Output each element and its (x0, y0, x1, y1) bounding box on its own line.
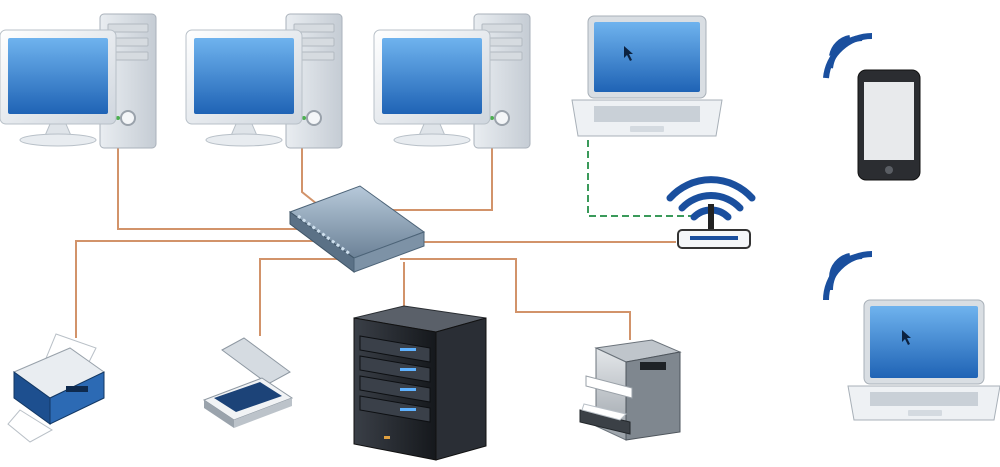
cable-desktop-1 (117, 148, 300, 230)
flatbed-scanner-icon (202, 337, 294, 428)
cable-desktop-2 (301, 148, 323, 209)
multifunction-printer-icon (579, 339, 682, 441)
desktop-computer-2 (185, 13, 343, 149)
network-switch (288, 185, 426, 273)
desktop-computer-icon (0, 13, 157, 149)
network-switch-icon (288, 185, 426, 273)
cable-desktop-3 (384, 148, 493, 211)
desktop-computer-icon (185, 13, 343, 149)
cable-printer (75, 240, 340, 338)
laptop-wired (571, 15, 723, 137)
desktop-computer-3 (373, 13, 531, 149)
wireless-link-laptop-to-router (587, 140, 700, 217)
laptop-icon (571, 15, 723, 137)
desktop-computer-icon (373, 13, 531, 149)
printer (7, 333, 105, 443)
wireless-router (666, 176, 756, 249)
laptop-icon (847, 299, 1000, 421)
smartphone-icon (857, 69, 921, 181)
cable-multifunction-printer (400, 258, 631, 340)
wired-cables (75, 148, 676, 340)
server (353, 305, 487, 461)
wireless-router-icon (666, 176, 756, 249)
cable-scanner (259, 258, 370, 336)
scanner (202, 337, 294, 428)
desktop-computer-1 (0, 13, 157, 149)
laptop-wireless (823, 251, 1000, 421)
multifunction-printer (579, 339, 682, 441)
printer-icon (7, 333, 105, 443)
smartphone-wifi-signal-icon (823, 32, 873, 79)
laptop-wireless-signal-icon (823, 251, 873, 301)
server-tower-icon (353, 305, 487, 461)
server-drive-bays (359, 335, 431, 423)
server-status-lights (384, 348, 416, 439)
smartphone (823, 32, 921, 181)
